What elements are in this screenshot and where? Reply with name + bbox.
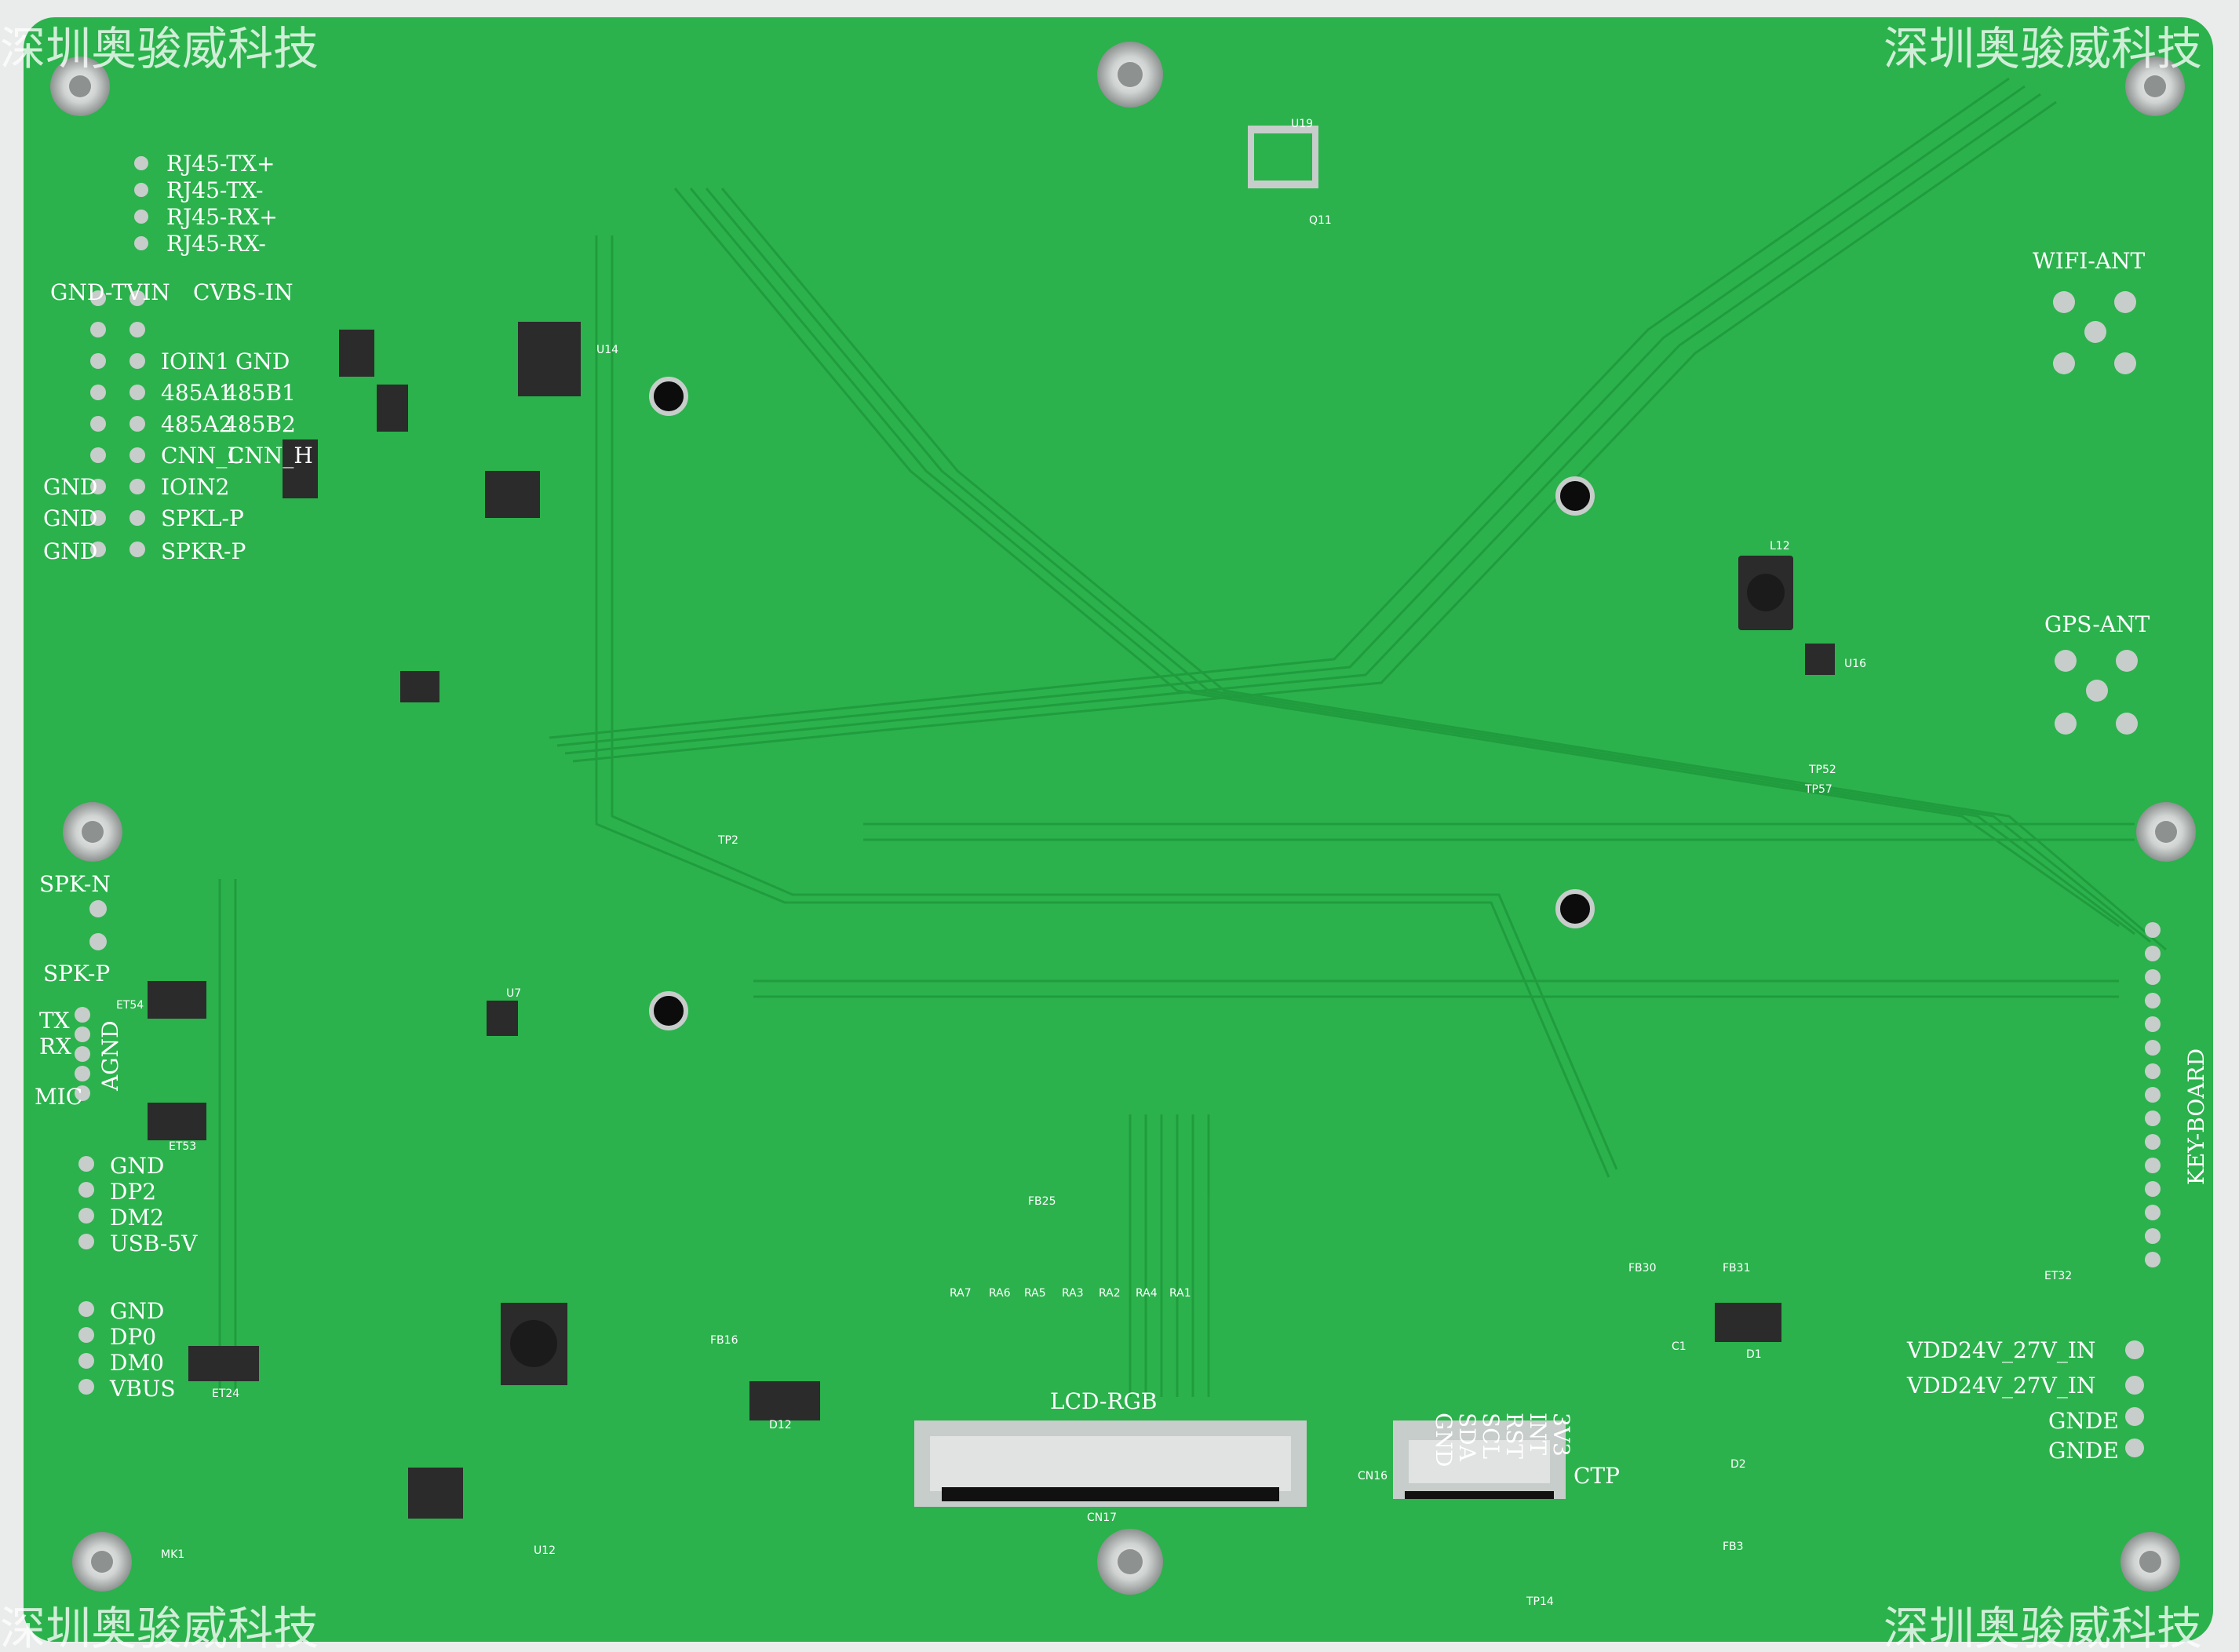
rj45-tx-plus-label: RJ45-TX+ [166, 151, 275, 177]
485a2-label: 485A2 [161, 411, 232, 437]
through-holes [649, 377, 1595, 1030]
tp57-label: TP57 [1804, 783, 1832, 796]
tp52-label: TP52 [1808, 764, 1836, 776]
ra2-label: RA2 [1099, 1287, 1121, 1300]
ctp-pin-rst: RST [1501, 1413, 1527, 1459]
fb3-label: FB3 [1723, 1541, 1744, 1553]
d1-label: D1 [1746, 1348, 1762, 1361]
trace-bundles [218, 77, 2167, 1397]
ctp-pin-sda: SDA [1454, 1413, 1480, 1462]
board-substrate [24, 17, 2213, 1642]
usb2-vbus-label: VBUS [109, 1376, 176, 1402]
485b2-label: 485B2 [224, 411, 296, 437]
cnn-l-label: CNN_L [161, 443, 242, 469]
d12-label: D12 [769, 1419, 792, 1431]
wifi-ant-label: WIFI-ANT [2033, 248, 2146, 274]
cn16-label: CN16 [1358, 1470, 1388, 1482]
fb31-label: FB31 [1723, 1262, 1750, 1275]
d2-label: D2 [1730, 1458, 1746, 1471]
usb2-dm0-label: DM0 [110, 1350, 164, 1376]
u12-label: U12 [534, 1544, 556, 1557]
key-board-label: KEY-BOARD [2183, 1048, 2209, 1185]
ra6-label: RA6 [989, 1287, 1011, 1300]
q11-label: Q11 [1309, 214, 1332, 227]
ioin1-label: IOIN1 [161, 348, 229, 374]
cvbs-in-label: CVBS-IN [193, 279, 293, 305]
mounting-holes [50, 42, 2196, 1595]
power-in-label-1: VDD24V_27V_IN [1906, 1337, 2095, 1363]
gnde-label-1: GNDE [2048, 1408, 2119, 1434]
ctp-connector [1393, 1420, 1566, 1499]
485a1-label: 485A1 [161, 380, 232, 406]
ra7-label: RA7 [950, 1287, 972, 1300]
ctp-pin-int: INT [1525, 1413, 1551, 1456]
u16-label: U16 [1844, 658, 1866, 670]
rj45-tx-minus-label: RJ45-TX- [166, 177, 263, 203]
pin-pads [75, 156, 2161, 1457]
cn17-label: CN17 [1087, 1512, 1117, 1524]
spkr-p-label: SPKR-P [161, 538, 246, 564]
tx-label: TX [39, 1008, 70, 1034]
u19-label: U19 [1291, 118, 1313, 130]
et54-label: ET54 [116, 999, 144, 1012]
ctp-pin-3v3: 3V3 [1548, 1413, 1574, 1457]
gnd-label-3: GND [43, 538, 97, 564]
gnd-tvin-label: GND-TVIN [50, 279, 170, 305]
usb1-gnd-label: GND [110, 1153, 164, 1179]
lcd-rgb-label: LCD-RGB [1050, 1388, 1157, 1414]
gnd-label-1: GND [43, 474, 97, 500]
ra5-label: RA5 [1024, 1287, 1046, 1300]
ra4-label: RA4 [1136, 1287, 1158, 1300]
spkl-p-label: SPKL-P [161, 505, 244, 531]
fb16-label: FB16 [710, 1334, 738, 1347]
ioin2-label: IOIN2 [161, 474, 229, 500]
tp2-label: TP2 [717, 834, 738, 847]
et32-label: ET32 [2044, 1270, 2072, 1282]
usb2-dp0-label: DP0 [110, 1324, 156, 1350]
spk-p-label: SPK-P [43, 961, 110, 986]
fb30-label: FB30 [1628, 1262, 1656, 1275]
u7-label: U7 [506, 987, 521, 1000]
components [148, 126, 1835, 1519]
mic-label: MIC [35, 1084, 82, 1110]
tp14-label: TP14 [1526, 1595, 1554, 1608]
ctp-pin-scl: SCL [1478, 1413, 1504, 1459]
ra1-label: RA1 [1169, 1287, 1191, 1300]
gps-ant-label: GPS-ANT [2044, 611, 2150, 637]
power-in-label-2: VDD24V_27V_IN [1906, 1373, 2095, 1399]
cnn-h-label: CNN_H [228, 443, 313, 469]
ioin1-gnd-label: GND [235, 348, 290, 374]
c1-label: C1 [1672, 1340, 1687, 1353]
agnd-label: AGND [97, 1020, 123, 1092]
et53-label: ET53 [169, 1140, 196, 1153]
gnd-label-2: GND [43, 505, 97, 531]
ctp-label: CTP [1573, 1463, 1620, 1489]
watermark-bottom-left: 深圳奥骏威科技 [0, 1602, 319, 1652]
watermark-top-right: 深圳奥骏威科技 [1883, 22, 2202, 75]
ctp-pin-gnd: GND [1431, 1413, 1457, 1467]
lcd-connector [914, 1420, 1307, 1507]
watermark-top-left: 深圳奥骏威科技 [0, 22, 319, 75]
usb1-dm2-label: DM2 [110, 1205, 164, 1231]
spk-n-label: SPK-N [39, 871, 111, 897]
rx-label: RX [39, 1034, 71, 1059]
rj45-rx-minus-label: RJ45-RX- [166, 231, 266, 257]
u14-label: U14 [596, 344, 618, 356]
fb25-label: FB25 [1028, 1195, 1056, 1208]
et24-label: ET24 [212, 1388, 239, 1400]
l12-label: L12 [1770, 540, 1790, 552]
watermark-bottom-right: 深圳奥骏威科技 [1883, 1602, 2202, 1652]
usb1-5v-label: USB-5V [110, 1231, 198, 1256]
usb2-gnd-label: GND [110, 1298, 164, 1324]
gnde-label-2: GNDE [2048, 1438, 2119, 1464]
ra3-label: RA3 [1062, 1287, 1084, 1300]
485b1-label: 485B1 [224, 380, 296, 406]
mk1-label: MK1 [161, 1548, 184, 1561]
rj45-rx-plus-label: RJ45-RX+ [166, 204, 278, 230]
usb1-dp2-label: DP2 [110, 1179, 156, 1205]
